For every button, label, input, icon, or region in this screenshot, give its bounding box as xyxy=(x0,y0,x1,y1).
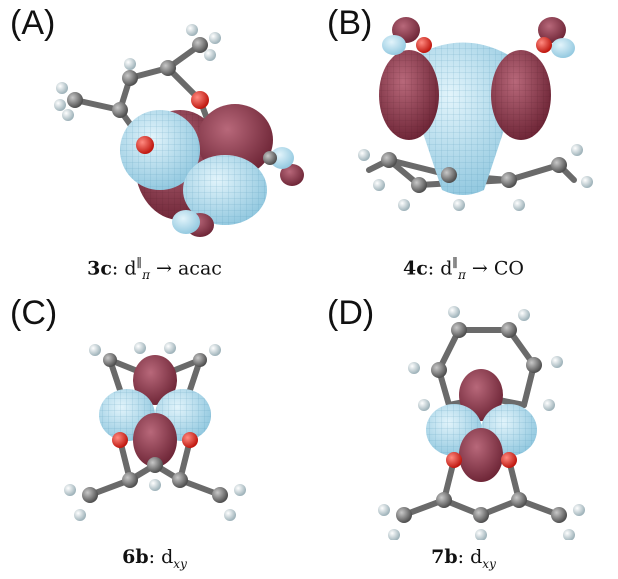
orbital-symbol: d xyxy=(161,546,174,568)
compound-id: 6b xyxy=(122,546,149,568)
orbital-subscript: xy xyxy=(482,556,496,571)
caption-3c: 3c: d∥π → acac xyxy=(87,256,222,283)
orbital-symbol: d xyxy=(470,546,483,568)
compound-id: 4c xyxy=(403,257,428,280)
panel-label: (B) xyxy=(327,4,373,42)
orbital-subscript: xy xyxy=(173,556,187,571)
panel-label: (C) xyxy=(10,294,58,332)
target-ligand: CO xyxy=(493,257,524,280)
caption-4c: 4c: d∥π → CO xyxy=(403,256,524,283)
panel-label: (D) xyxy=(327,294,375,332)
caption-7b: 7b: dxy xyxy=(431,546,496,571)
orbital-symbol: d xyxy=(124,257,137,280)
panel-b: (B) 4c: d∥π → CO xyxy=(309,0,618,289)
orbital-figure-3c xyxy=(54,24,304,237)
orbital-superscript: ∥ xyxy=(452,256,458,270)
panel-a: (A) 3c: d∥π → xyxy=(0,0,309,289)
orbital-figure-7b xyxy=(378,306,585,540)
orbital-subscript: π xyxy=(457,268,466,283)
caption-6b: 6b: dxy xyxy=(122,546,187,571)
panel-c: (C) 6b: dxy xyxy=(0,290,309,579)
compound-id: 7b xyxy=(431,546,458,568)
orbital-figure-4c xyxy=(358,17,593,211)
orbital-figure-6b xyxy=(64,342,246,521)
target-ligand: acac xyxy=(177,257,222,280)
orbital-superscript: ∥ xyxy=(136,256,143,270)
compound-id: 3c xyxy=(87,257,112,280)
panel-d: (D) xyxy=(309,290,618,579)
arrow-icon: → xyxy=(471,257,488,280)
arrow-icon: → xyxy=(156,257,172,280)
orbital-subscript: π xyxy=(142,268,150,283)
panel-label: (A) xyxy=(10,4,56,42)
orbital-symbol: d xyxy=(440,257,453,280)
